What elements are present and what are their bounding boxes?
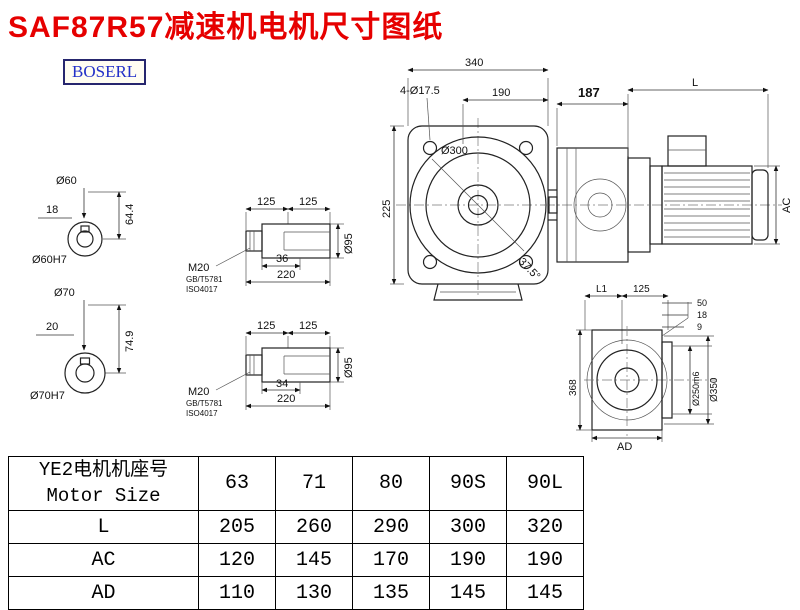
table-header-row: YE2电机机座号 Motor Size 63 71 80 90S 90L xyxy=(8,456,584,511)
dim-shaft60-keyw: 18 xyxy=(46,204,58,216)
view-side: 187 L AC xyxy=(544,77,793,263)
dim-shaft70-bore: Ø70H7 xyxy=(30,390,65,402)
cell-ad-71: 130 xyxy=(275,576,353,610)
cell-l-90s: 300 xyxy=(429,510,507,544)
dim-output-l1: L1 xyxy=(596,284,608,295)
dim-output-18: 18 xyxy=(697,310,707,320)
dim-inshaft1-thread: M20 xyxy=(188,262,209,274)
dim-side-motorlen: L xyxy=(692,77,698,89)
cell-l-63: 205 xyxy=(198,510,276,544)
page-title: SAF87R57减速机电机尺寸图纸 xyxy=(8,11,444,44)
dim-front-dia: Ø300 xyxy=(441,145,468,157)
view-output: L1 125 50 18 9 368 Ø250m6 xyxy=(568,284,720,452)
dim-shaft70-dia: Ø70 xyxy=(54,287,75,299)
row-label-ad: AD xyxy=(8,576,199,610)
size-90l: 90L xyxy=(506,456,584,511)
header-cn: YE2电机机座号 xyxy=(38,458,169,481)
row-label-l: L xyxy=(8,510,199,544)
motor-size-table: YE2电机机座号 Motor Size 63 71 80 90S 90L L 2… xyxy=(8,456,584,610)
dim-inshaft2-total: 220 xyxy=(277,393,295,405)
cell-ad-90s: 145 xyxy=(429,576,507,610)
dim-output-125: 125 xyxy=(633,284,650,295)
cell-l-90l: 320 xyxy=(506,510,584,544)
dim-inshaft2-keylen: 34 xyxy=(276,378,288,390)
dim-front-holespan: 190 xyxy=(492,87,510,99)
cell-ad-80: 135 xyxy=(352,576,430,610)
dim-inshaft1-total: 220 xyxy=(277,269,295,281)
dim-front-angle: 37.5° xyxy=(516,256,543,283)
dim-inshaft2-dia: Ø95 xyxy=(343,357,355,378)
view-front: Ø300 4-Ø17.5 340 190 225 37.5° xyxy=(381,57,560,301)
dim-inshaft2-l2: 125 xyxy=(299,320,317,332)
cell-ad-63: 110 xyxy=(198,576,276,610)
dim-inshaft2-std2: ISO4017 xyxy=(186,409,218,418)
row-label-ac: AC xyxy=(8,543,199,577)
dim-output-height: 368 xyxy=(568,379,579,396)
dim-shaft70-keyh: 74.9 xyxy=(124,331,136,352)
technical-drawing: Ø60 18 64.4 Ø60H7 Ø70 20 74.9 xyxy=(30,57,793,452)
dim-output-flange: Ø250m6 xyxy=(691,371,701,406)
size-71: 71 xyxy=(275,456,353,511)
dim-side-motordia: AC xyxy=(781,198,793,213)
cell-ac-63: 120 xyxy=(198,543,276,577)
cell-ac-80: 170 xyxy=(352,543,430,577)
cell-ad-90l: 145 xyxy=(506,576,584,610)
view-shaft-section-60: Ø60 18 64.4 Ø60H7 xyxy=(32,175,136,266)
view-input-shaft-1: 125 125 M20 GB/T5781 ISO4017 36 220 Ø95 xyxy=(186,196,355,294)
cell-ac-71: 145 xyxy=(275,543,353,577)
brand-logo: BOSERL xyxy=(63,59,147,86)
dim-front-holes: 4-Ø17.5 xyxy=(400,85,440,97)
header-en: Motor Size xyxy=(46,484,161,507)
dim-inshaft2-l1: 125 xyxy=(257,320,275,332)
cell-ac-90s: 190 xyxy=(429,543,507,577)
dim-inshaft2-thread: M20 xyxy=(188,386,209,398)
dim-side-gearlen: 187 xyxy=(578,85,600,100)
table-row-l: L 205 260 290 300 320 xyxy=(8,510,584,544)
dim-shaft60-bore: Ø60H7 xyxy=(32,254,67,266)
size-80: 80 xyxy=(352,456,430,511)
header-motor-size: YE2电机机座号 Motor Size xyxy=(8,456,199,511)
dim-output-ad: AD xyxy=(617,441,632,452)
dim-shaft70-keyw: 20 xyxy=(46,321,58,333)
cell-l-80: 290 xyxy=(352,510,430,544)
size-90s: 90S xyxy=(429,456,507,511)
table-row-ad: AD 110 130 135 145 145 xyxy=(8,576,584,610)
dim-shaft60-dia: Ø60 xyxy=(56,175,77,187)
dim-output-50: 50 xyxy=(697,298,707,308)
table-row-ac: AC 120 145 170 190 190 xyxy=(8,543,584,577)
dim-inshaft1-l2: 125 xyxy=(299,196,317,208)
dim-output-9: 9 xyxy=(697,322,702,332)
dim-front-height: 225 xyxy=(381,200,393,218)
dim-inshaft1-std2: ISO4017 xyxy=(186,285,218,294)
dim-output-dia: Ø350 xyxy=(709,377,720,402)
size-63: 63 xyxy=(198,456,276,511)
dim-inshaft2-std1: GB/T5781 xyxy=(186,399,223,408)
dim-inshaft1-keylen: 36 xyxy=(276,253,288,265)
dim-shaft60-keyh: 64.4 xyxy=(124,204,136,225)
view-shaft-section-70: Ø70 20 74.9 Ø70H7 xyxy=(30,287,136,402)
cell-ac-90l: 190 xyxy=(506,543,584,577)
dim-inshaft1-l1: 125 xyxy=(257,196,275,208)
dim-inshaft1-dia: Ø95 xyxy=(343,233,355,254)
dim-front-width: 340 xyxy=(465,57,483,69)
cell-l-71: 260 xyxy=(275,510,353,544)
view-input-shaft-2: 125 125 M20 GB/T5781 ISO4017 34 220 Ø95 xyxy=(186,320,355,418)
dim-inshaft1-std1: GB/T5781 xyxy=(186,275,223,284)
